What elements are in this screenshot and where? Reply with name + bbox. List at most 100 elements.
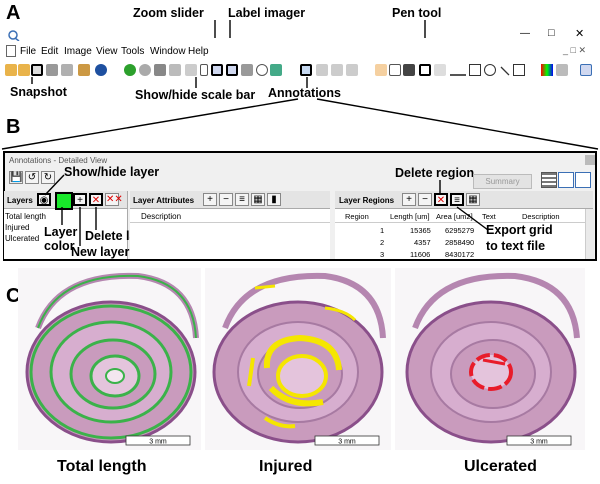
delete-all-layers-button[interactable]: ✕✕ bbox=[105, 193, 123, 206]
attr-divider bbox=[130, 222, 330, 223]
camera-icon[interactable] bbox=[403, 64, 415, 76]
add-region-button[interactable]: + bbox=[402, 193, 416, 206]
open-folder-icon[interactable] bbox=[5, 64, 17, 76]
print-icon[interactable] bbox=[46, 64, 58, 76]
text-tool-icon[interactable] bbox=[513, 64, 525, 76]
menu-edit[interactable]: Edit bbox=[41, 46, 59, 57]
region-col-area: Area [um2] bbox=[436, 212, 473, 221]
delete-region-button[interactable]: ✕ bbox=[434, 193, 448, 206]
save-button[interactable]: 💾 bbox=[9, 171, 23, 184]
redo-button[interactable]: ↻ bbox=[41, 171, 55, 184]
pan-icon[interactable] bbox=[316, 64, 328, 76]
layer-attributes-label: Layer Attributes bbox=[133, 196, 195, 205]
hand-icon[interactable] bbox=[375, 64, 387, 76]
mdi-controls: _ □ ✕ bbox=[563, 45, 586, 55]
show-hide-layer-callout: Show/hide layer bbox=[64, 165, 160, 179]
info-icon[interactable] bbox=[95, 64, 107, 76]
window-menu-icon[interactable] bbox=[585, 155, 595, 165]
new-layer-callout: New layer bbox=[71, 245, 130, 259]
window-maximize-button[interactable]: □ bbox=[548, 27, 555, 39]
scale-bar-label: 3 mm bbox=[338, 439, 356, 446]
label-imager-callout: Label imager bbox=[228, 6, 306, 20]
layers-label: Layers bbox=[7, 196, 33, 205]
layer-item-ulcerated[interactable]: Ulcerated bbox=[5, 234, 40, 243]
attr-doc-button[interactable]: ≡ bbox=[235, 193, 249, 206]
export-grid-button[interactable]: ≡ bbox=[450, 193, 464, 206]
back-icon[interactable] bbox=[139, 64, 151, 76]
slide-ulcerated: 3 mm bbox=[395, 268, 585, 450]
color-icon[interactable] bbox=[541, 64, 553, 76]
menu-window[interactable]: Window bbox=[150, 46, 186, 57]
summary-button[interactable]: Summary bbox=[473, 174, 532, 189]
layer-regions-label: Layer Regions bbox=[339, 196, 395, 205]
grid-icon[interactable] bbox=[169, 64, 181, 76]
label-ulcerated: Ulcerated bbox=[464, 458, 537, 475]
layer-item-injured[interactable]: Injured bbox=[5, 223, 30, 232]
select-icon[interactable] bbox=[389, 64, 401, 76]
folder-icon[interactable] bbox=[18, 64, 30, 76]
snapshot-icon[interactable] bbox=[31, 64, 43, 76]
zoom-slider-callout: Zoom slider bbox=[133, 6, 204, 20]
region-col-description: Description bbox=[522, 212, 560, 221]
regions-scrollbar[interactable] bbox=[585, 209, 594, 259]
panel-a-callout-lines bbox=[31, 20, 426, 88]
layer-item-total-length[interactable]: Total length bbox=[5, 212, 46, 221]
rotate-icon[interactable] bbox=[331, 64, 343, 76]
table-row: 2 bbox=[380, 238, 385, 247]
app-icon bbox=[6, 28, 20, 42]
table-cell: 11606 bbox=[410, 250, 431, 259]
menu-tools[interactable]: Tools bbox=[121, 46, 145, 57]
window-close-button[interactable]: ✕ bbox=[575, 28, 585, 40]
tool-icon[interactable] bbox=[78, 64, 90, 76]
help-icon[interactable] bbox=[580, 64, 592, 76]
x-icon: ✕ bbox=[91, 195, 101, 206]
scale-bar-label: 3 mm bbox=[149, 439, 167, 446]
table-row: 1 bbox=[380, 226, 385, 235]
attr-grid-button[interactable]: ▦ bbox=[251, 193, 265, 206]
zoom-slider-icon[interactable] bbox=[211, 64, 223, 76]
ruler-tool-icon[interactable] bbox=[434, 64, 446, 76]
menu-help[interactable]: Help bbox=[188, 46, 209, 57]
menu-file[interactable]: File bbox=[20, 46, 37, 57]
vertical-view-icon[interactable] bbox=[575, 172, 591, 188]
slide-total-length: 3 mm bbox=[18, 268, 201, 450]
forward-icon[interactable] bbox=[124, 64, 136, 76]
new-layer-button[interactable]: + bbox=[73, 193, 87, 206]
undo-button[interactable]: ↺ bbox=[25, 171, 39, 184]
attr-description-column: Description bbox=[141, 212, 182, 221]
pen-tool-callout: Pen tool bbox=[392, 6, 442, 20]
remove-region-button[interactable]: − bbox=[418, 193, 432, 206]
region-grid-button[interactable]: ▦ bbox=[466, 193, 480, 206]
image-icon[interactable] bbox=[270, 64, 282, 76]
remove-attribute-button[interactable]: − bbox=[219, 193, 233, 206]
layer-color-swatch[interactable] bbox=[55, 192, 73, 210]
annotations-callout: Annotations bbox=[268, 86, 341, 100]
region-col-text: Text bbox=[482, 212, 496, 221]
scale-bar-dropdown-icon[interactable] bbox=[200, 64, 208, 76]
attr-chart-button[interactable]: ▮ bbox=[267, 193, 281, 206]
show-hide-layer-button[interactable]: ◉ bbox=[37, 193, 51, 206]
pen-tool-icon[interactable] bbox=[419, 64, 431, 76]
annotations-icon[interactable] bbox=[300, 64, 312, 76]
ellipse-tool-icon[interactable] bbox=[484, 64, 496, 76]
magnifier-icon[interactable] bbox=[256, 64, 268, 76]
add-attribute-button[interactable]: + bbox=[203, 193, 217, 206]
flip-icon[interactable] bbox=[346, 64, 358, 76]
label-imager-icon[interactable] bbox=[226, 64, 238, 76]
settings-icon[interactable] bbox=[61, 64, 73, 76]
menu-image[interactable]: Image bbox=[64, 46, 92, 57]
eye-icon: ◉ bbox=[39, 195, 49, 206]
delete-layer-button[interactable]: ✕ bbox=[89, 193, 103, 206]
rectangle-tool-icon[interactable] bbox=[469, 64, 481, 76]
window-minimize-button[interactable]: — bbox=[520, 28, 530, 39]
measure-icon[interactable] bbox=[450, 64, 466, 76]
grid-view-icon[interactable] bbox=[541, 172, 557, 188]
menu-view[interactable]: View bbox=[96, 46, 118, 57]
adjust-icon[interactable] bbox=[556, 64, 568, 76]
network-icon[interactable] bbox=[154, 64, 166, 76]
layer-color-callout-line1: Layer bbox=[44, 225, 78, 239]
split-view-icon[interactable] bbox=[558, 172, 574, 188]
frame-icon[interactable] bbox=[185, 64, 197, 76]
arrow-tool-icon[interactable] bbox=[499, 64, 511, 76]
layout-icon[interactable] bbox=[241, 64, 253, 76]
